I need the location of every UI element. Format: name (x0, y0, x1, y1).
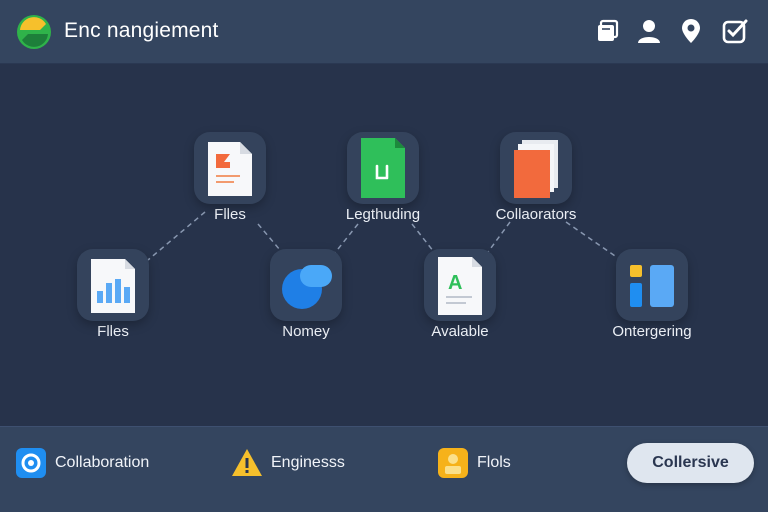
footer-item-label: Flols (477, 454, 511, 471)
footer-item-label: Enginesss (271, 454, 345, 471)
document-green-icon (347, 132, 419, 204)
collersive-button[interactable]: Collersive (627, 443, 754, 483)
footer-item-flols[interactable]: Flols (437, 446, 511, 480)
node-label: Legthuding (345, 206, 421, 223)
bottom-toolbar: Collaboration Enginesss Flols Collersive (0, 426, 768, 512)
blue-panels-icon (616, 249, 688, 321)
app-title: Enc nangiement (64, 19, 219, 42)
footer-item-enginesss[interactable]: Enginesss (231, 446, 345, 480)
notebook-icon[interactable] (592, 16, 622, 46)
user-badge-icon (437, 447, 469, 479)
location-pin-icon[interactable] (676, 16, 706, 46)
text-document-icon: A (424, 249, 496, 321)
blue-blob-icon (270, 249, 342, 321)
node-collaborators[interactable]: Collaorators (461, 132, 611, 223)
node-label: Avalable (431, 323, 489, 340)
node-nomey[interactable]: Nomey (231, 249, 381, 340)
app-header: Enc nangiement (0, 0, 768, 64)
warning-icon (231, 447, 263, 479)
svg-text:A: A (448, 272, 462, 294)
settings-blue-icon (15, 447, 47, 479)
chart-document-icon (77, 249, 149, 321)
node-legthuding[interactable]: Legthuding (308, 132, 458, 223)
node-label: Ontergering (612, 323, 692, 340)
node-label: Nomey (282, 323, 330, 340)
footer-item-label: Collaboration (55, 454, 150, 471)
app-logo-icon (16, 14, 52, 50)
user-icon[interactable] (634, 16, 664, 46)
node-label: Flles (214, 206, 246, 223)
edit-checkbox-icon[interactable] (720, 16, 750, 46)
node-label: Collaorators (495, 206, 577, 223)
graph-canvas: Flles Legthuding Collaorators (0, 64, 768, 426)
document-orange-icon (194, 132, 266, 204)
node-label: Flles (97, 323, 129, 340)
node-files-top[interactable]: Flles (155, 132, 305, 223)
node-ontergering[interactable]: Ontergering (577, 249, 727, 340)
node-files-bottom[interactable]: Flles (38, 249, 188, 340)
node-available[interactable]: A Avalable (385, 249, 535, 340)
connection-lines (147, 211, 619, 261)
footer-item-collaboration[interactable]: Collaboration (15, 446, 149, 480)
stacked-pages-icon (500, 132, 572, 204)
